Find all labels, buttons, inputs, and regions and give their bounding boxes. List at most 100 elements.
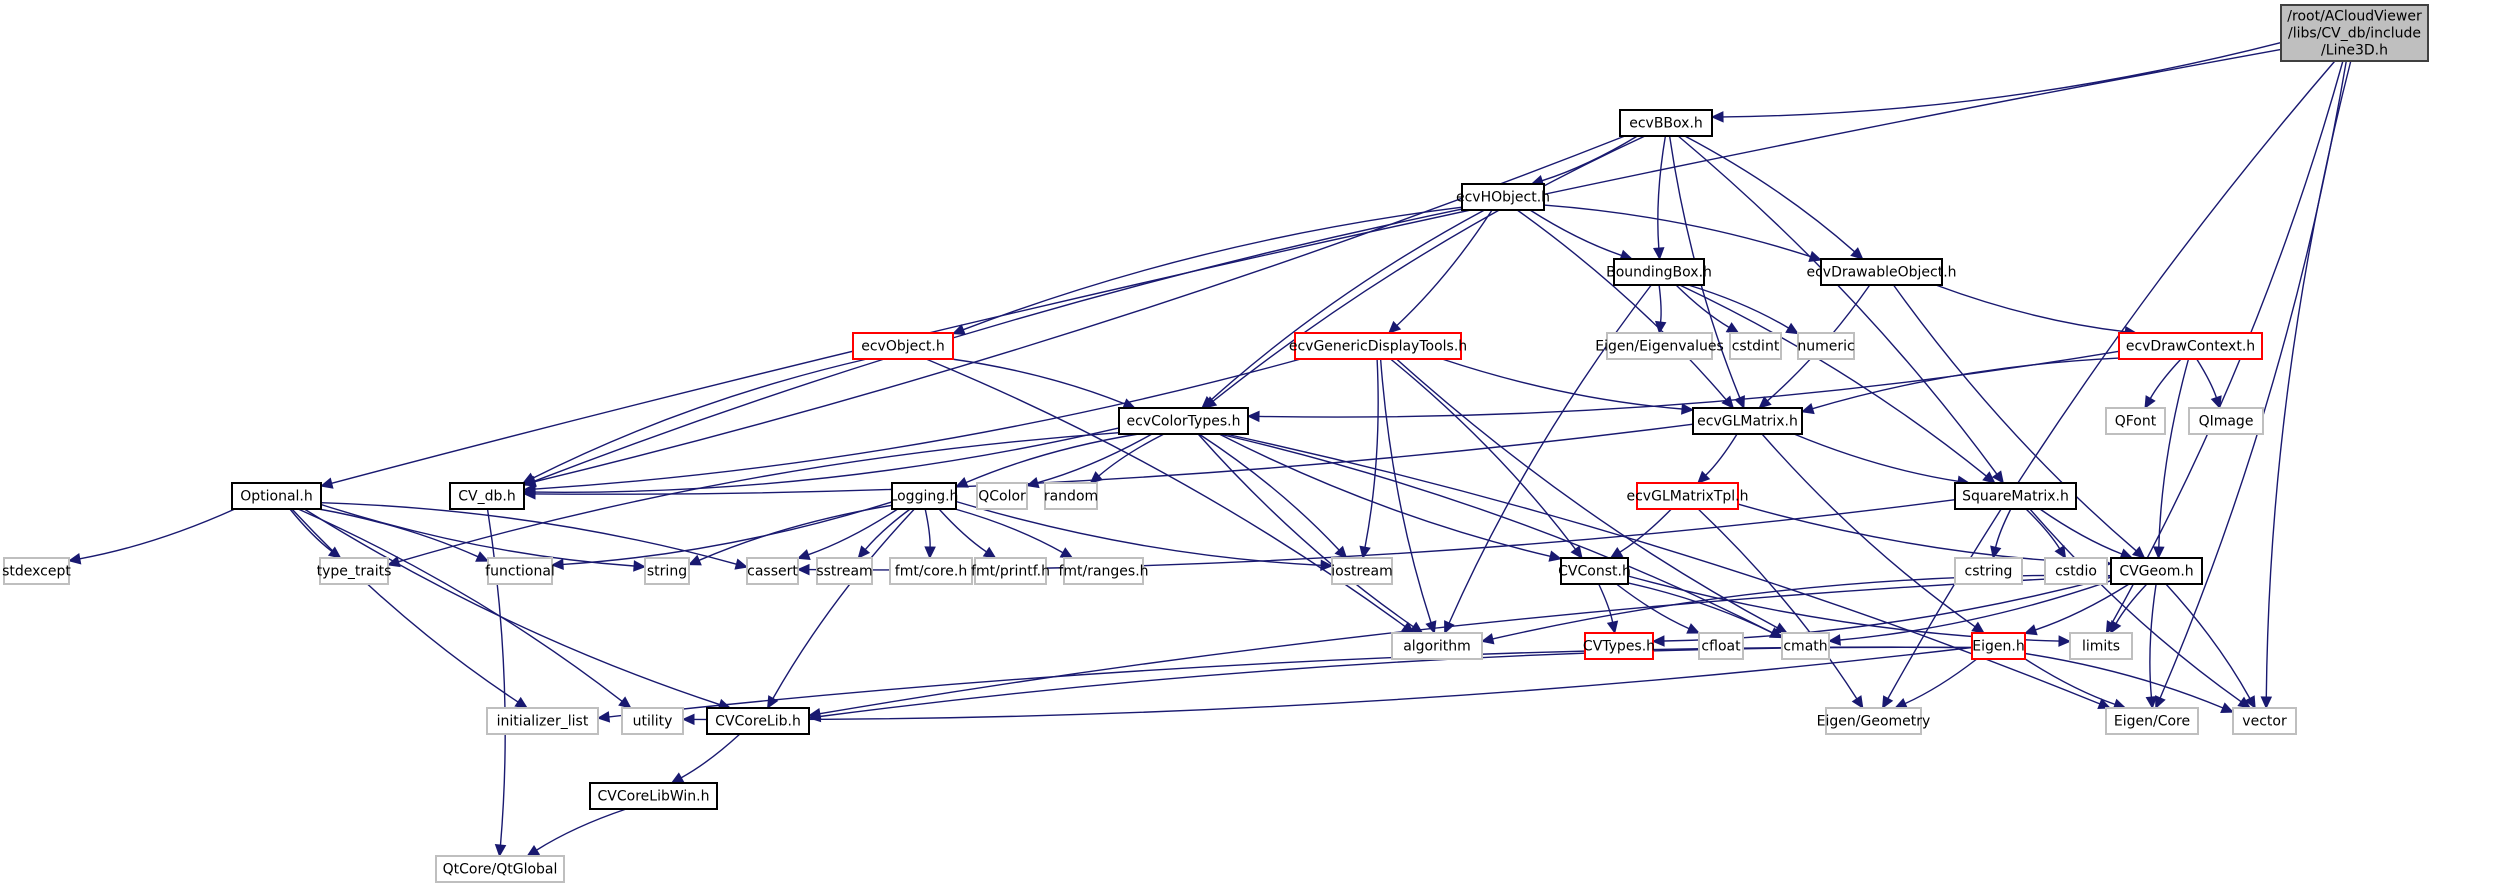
node-label: cstdint — [1732, 339, 1780, 355]
edge-eigenh-to-vector — [2024, 652, 2224, 709]
edge-optional-to-functional — [318, 508, 479, 558]
node-fmtcore: fmt/core.h — [889, 557, 973, 585]
node-label: algorithm — [1403, 639, 1471, 655]
node-ecvhobject[interactable]: ecvHObject.h — [1456, 183, 1550, 211]
node-ecvglmatrix[interactable]: ecvGLMatrix.h — [1692, 407, 1803, 435]
node-ecvobject[interactable]: ecvObject.h — [852, 332, 954, 360]
edge-cvconst-to-cmath — [1627, 582, 1773, 634]
arrowhead-icon — [1246, 410, 1260, 423]
arrowhead-icon — [2132, 546, 2146, 559]
node-qfont: QFont — [2105, 407, 2166, 435]
node-box-external — [435, 855, 565, 883]
arrowhead-icon — [2244, 695, 2256, 710]
node-label: Eigen.h — [1972, 639, 2024, 655]
node-label: fmt/core.h — [895, 564, 967, 580]
node-box-external — [644, 557, 690, 585]
node-cvtypes[interactable]: CVTypes.h — [1583, 632, 1655, 660]
edge-line3d-to-eigengeom — [1887, 60, 2336, 699]
arrowhead-icon — [1882, 695, 1894, 710]
arrowhead-icon — [670, 772, 685, 784]
arrowhead-icon — [2097, 698, 2112, 710]
arrowhead-icon — [687, 554, 702, 566]
node-iostream: iostream — [1331, 557, 1393, 585]
edge-cvgeom-to-cvtypes — [1663, 576, 2112, 642]
node-box-documented — [1461, 183, 1545, 211]
edge-ecvdrawctx-to-ecvcolortypes — [1258, 350, 2120, 418]
node-label: Eigen/Eigenvalues — [1595, 339, 1723, 355]
node-cvcorelibwin[interactable]: CVCoreLibWin.h — [589, 782, 718, 810]
node-functional: functional — [485, 557, 555, 585]
edge-ecvbbox-to-squarematrix — [1677, 135, 1998, 475]
node-ecvcolortypes[interactable]: ecvColorTypes.h — [1118, 407, 1249, 435]
node-ecvdrawable[interactable]: ecvDrawableObject.h — [1806, 258, 1957, 286]
edge-ecvhobject-to-ecvobject — [963, 206, 1463, 331]
node-cvdb[interactable]: CV_db.h — [449, 482, 525, 510]
node-logging[interactable]: Logging.h — [890, 482, 959, 510]
node-label: ecvDrawableObject.h — [1806, 265, 1956, 281]
arrowhead-icon — [1320, 559, 1334, 572]
arrowhead-icon — [2210, 395, 2222, 410]
edge-ecvgeneric-to-ecvglmatrix — [1441, 358, 1683, 410]
arrowhead-icon — [1609, 546, 1624, 559]
edge-ecvobject-to-cvdb — [532, 358, 868, 479]
edge-line3d-to-ecvbbox — [1722, 41, 2282, 118]
node-box-documented — [2110, 557, 2203, 585]
arrowhead-icon — [1725, 322, 1740, 334]
node-box-documented — [1692, 407, 1803, 435]
node-ecvglmatrixtpl[interactable]: ecvGLMatrixTpl.h — [1627, 482, 1749, 510]
node-label: /root/ACloudViewer — [2287, 9, 2422, 25]
arrowhead-icon — [1721, 395, 1735, 409]
edge-ecvcolortypes-to-cvconst — [1218, 433, 1551, 557]
node-vector: vector — [2232, 707, 2297, 735]
arrowhead-icon — [526, 844, 541, 857]
node-cvgeom[interactable]: CVGeom.h — [2110, 557, 2203, 585]
node-eigengeom: Eigen/Geometry — [1817, 707, 1930, 735]
node-cmath: cmath — [1781, 632, 1830, 660]
node-cstring: cstring — [1954, 557, 2023, 585]
edge-ecvhobject-to-ecvdrawable — [1543, 204, 1811, 258]
node-optional[interactable]: Optional.h — [231, 482, 322, 510]
arrowhead-icon — [618, 696, 632, 709]
arrowhead-icon — [1089, 471, 1103, 484]
arrowhead-icon — [1990, 545, 2002, 560]
edge-optional-to-cassert — [320, 502, 737, 565]
edge-ecvhobject-to-cvdb — [534, 208, 1463, 482]
arrowhead-icon — [2237, 696, 2252, 709]
node-label: CVCoreLib.h — [715, 714, 801, 730]
node-line3d[interactable]: /root/ACloudViewer/libs/CV_db/include/Li… — [2280, 4, 2429, 62]
arrowhead-icon — [1894, 697, 1908, 709]
node-cvconst[interactable]: CVConst.h — [1558, 557, 1631, 585]
node-label: ecvObject.h — [861, 339, 945, 355]
node-eigenh[interactable]: Eigen.h — [1971, 632, 2026, 660]
edge-cvgeom-to-eigencore — [2149, 583, 2157, 698]
arrowhead-icon — [1651, 635, 1665, 647]
arrowhead-icon — [319, 477, 334, 489]
node-label: ecvGLMatrixTpl.h — [1627, 489, 1749, 505]
arrowhead-icon — [2145, 696, 2158, 710]
node-ecvbbox[interactable]: ecvBBox.h — [1619, 109, 1713, 137]
node-label: cassert — [747, 564, 798, 580]
node-boundingbox[interactable]: BoundingBox.h — [1606, 258, 1712, 286]
arrowhead-icon — [767, 695, 779, 710]
node-box-external — [2105, 407, 2166, 435]
node-label: CVCoreLibWin.h — [598, 789, 710, 805]
node-ecvgeneric[interactable]: ecvGenericDisplayTools.h — [1289, 332, 1467, 360]
node-label: /libs/CV_db/include — [2288, 26, 2421, 42]
arrowhead-icon — [1774, 622, 1789, 634]
node-box-truncated — [1584, 632, 1654, 660]
node-cfloat: cfloat — [1698, 632, 1744, 660]
node-ecvdrawctx[interactable]: ecvDrawContext.h — [2118, 332, 2263, 360]
arrowhead-icon — [1425, 620, 1437, 635]
node-label: ecvBBox.h — [1629, 116, 1703, 132]
edge-logging-to-cvcorelib — [772, 508, 915, 699]
node-label: ecvColorTypes.h — [1127, 414, 1241, 430]
node-label: utility — [633, 714, 673, 730]
node-squarematrix[interactable]: SquareMatrix.h — [1954, 482, 2077, 510]
node-cvcorelib[interactable]: CVCoreLib.h — [706, 707, 810, 735]
node-box-documented — [706, 707, 810, 735]
edge-optional-to-typetraits — [289, 508, 333, 552]
node-utility: utility — [621, 707, 684, 735]
edge-ecvhobject-to-boundingbox — [1529, 209, 1622, 257]
node-label: iostream — [1331, 564, 1393, 580]
